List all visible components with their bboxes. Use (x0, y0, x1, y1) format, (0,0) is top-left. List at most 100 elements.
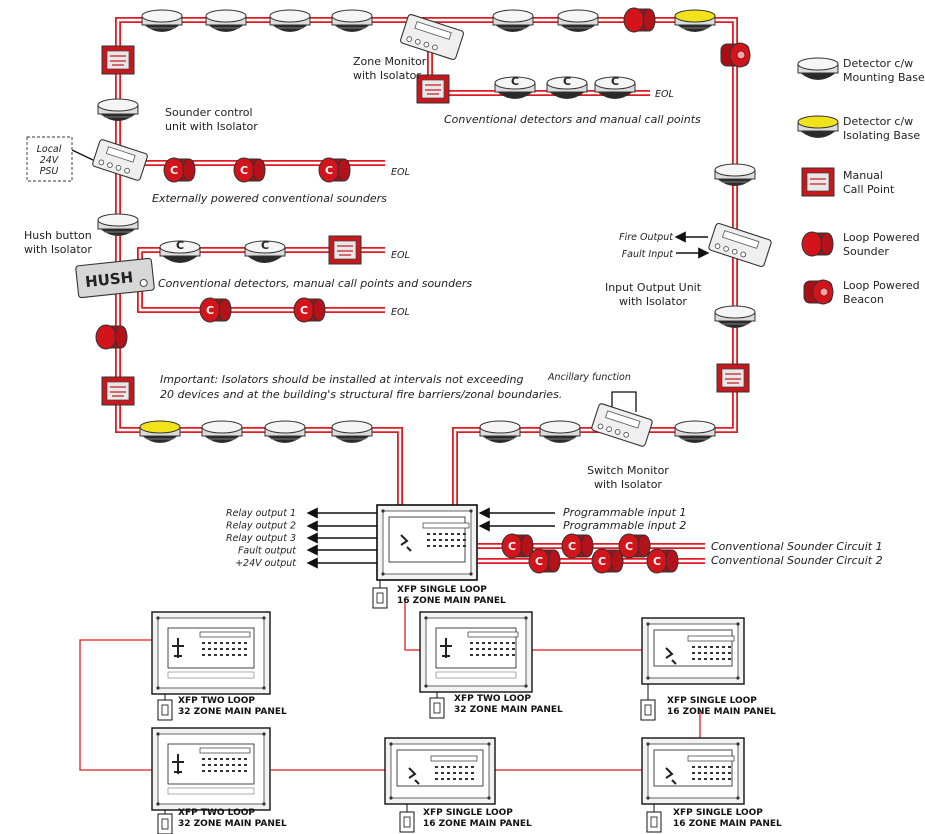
panel-led (704, 772, 707, 774)
sounder-rear (665, 549, 679, 573)
sounder-rear (252, 158, 266, 182)
sounder-letter: C (300, 304, 308, 317)
panel-keypad (665, 647, 677, 665)
interface-inner (644, 704, 652, 716)
panel-led (220, 770, 223, 772)
detector-icon (97, 98, 139, 121)
panel-led (439, 533, 442, 535)
module-body (92, 139, 148, 181)
detector-icon (714, 163, 756, 186)
conventional-letter: C (611, 75, 619, 88)
detector-shape (797, 57, 839, 80)
panel-led (704, 766, 707, 768)
panel-single-loop-3 (641, 617, 745, 685)
conventional-sounder-icon: C (618, 533, 651, 559)
panel-led (698, 646, 701, 648)
sounder-control-label: Sounder control (165, 106, 253, 119)
main-panel-interface-icon (372, 587, 388, 609)
panel-screw (381, 572, 385, 576)
sounder-letter: C (568, 540, 576, 553)
panel-screw (262, 732, 266, 736)
panel-led (506, 654, 509, 656)
panel-led (202, 642, 205, 644)
sounder-rear (820, 232, 834, 256)
panel-led (453, 778, 456, 780)
panel-led (494, 642, 497, 644)
sounder-rear (520, 534, 534, 558)
panel-led (482, 654, 485, 656)
panel-led (208, 764, 211, 766)
panel-led (451, 545, 454, 547)
panel-led (710, 766, 713, 768)
panel-led (433, 533, 436, 535)
panel-6-label: XFP SINGLE LOOP (673, 808, 763, 818)
input-output-unit-icon (708, 222, 772, 268)
fault-input-label: Fault Input (622, 249, 675, 260)
module-terminal (124, 167, 130, 174)
psu-label: Local (37, 144, 62, 155)
sounder-letter: C (508, 540, 516, 553)
call-point-icon (101, 45, 135, 75)
detector-cap (492, 9, 534, 23)
panel-led (220, 654, 223, 656)
call-point-icon (416, 74, 450, 104)
legend-label: Isolating Base (843, 129, 920, 142)
relay-output-label: Relay output 2 (226, 521, 296, 532)
panel-screw (262, 686, 266, 690)
module-terminal (432, 44, 438, 51)
panel-led (728, 652, 731, 654)
isolator-note: 20 devices and at the building's structu… (160, 388, 562, 401)
eol-label: EOL (655, 89, 674, 100)
detector-cap (557, 9, 599, 23)
call-point-glass (106, 381, 130, 401)
panel-led (220, 758, 223, 760)
detector-cap (674, 420, 716, 434)
psu-label: 24V (40, 155, 60, 166)
panel-led (463, 533, 466, 535)
detector-icon (714, 305, 756, 328)
sounder-rear (114, 325, 128, 349)
call-point-glass (106, 50, 130, 70)
panel-led (214, 648, 217, 650)
panel-led (494, 648, 497, 650)
panel-led (494, 654, 497, 656)
detector-icon (479, 420, 521, 443)
panel-led (433, 545, 436, 547)
panel-led (445, 533, 448, 535)
panel-led (728, 646, 731, 648)
beacon-lens (819, 287, 829, 297)
panel-led (482, 642, 485, 644)
panel-screw (381, 509, 385, 513)
conventional-detectors-label: Conventional detectors and manual call p… (444, 113, 701, 126)
legend-label: Loop Powered (843, 279, 920, 292)
detector-cap (479, 420, 521, 434)
panel-screw (646, 676, 650, 680)
panel-led (435, 772, 438, 774)
panel-led (463, 539, 466, 541)
detector-cap (97, 213, 139, 227)
panel-led (441, 778, 444, 780)
panel-screw (156, 802, 160, 806)
panel-led (226, 758, 229, 760)
panel-keypad (408, 767, 420, 785)
panel-led (427, 539, 430, 541)
panel-led (208, 758, 211, 760)
module-terminal (406, 36, 413, 42)
conventional-letter: C (176, 239, 184, 252)
panel-led (704, 778, 707, 780)
eol-label: EOL (391, 167, 410, 178)
sounder-control-unit-icon (92, 139, 148, 181)
legend-isolating-detector-icon (797, 115, 839, 138)
panel-single-loop-6 (641, 737, 745, 805)
sounder-letter: C (206, 304, 214, 317)
hush-led (139, 279, 148, 288)
panel-led (226, 764, 229, 766)
eol-label: EOL (391, 307, 410, 318)
interface-inner (161, 704, 169, 716)
legend-label: Mounting Base (843, 71, 925, 84)
panel-led (214, 642, 217, 644)
panel-6-label: 16 ZONE MAIN PANEL (673, 819, 782, 829)
panel-led (512, 648, 515, 650)
